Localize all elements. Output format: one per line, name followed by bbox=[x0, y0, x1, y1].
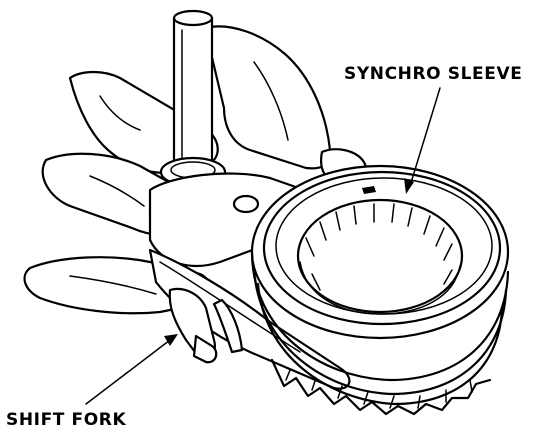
synchro-sleeve bbox=[250, 164, 510, 416]
shift-fork-leader bbox=[85, 339, 171, 405]
synchro-sleeve-label: SYNCHRO SLEEVE bbox=[344, 64, 523, 84]
synchro-sleeve-leader bbox=[409, 87, 441, 187]
leader-lines bbox=[85, 87, 441, 405]
synchro-sleeve-arrowhead bbox=[404, 178, 414, 194]
shift-fork-label: SHIFT FORK bbox=[6, 410, 127, 430]
shift-rail bbox=[159, 9, 227, 188]
shift-fork-arrowhead bbox=[164, 334, 178, 346]
